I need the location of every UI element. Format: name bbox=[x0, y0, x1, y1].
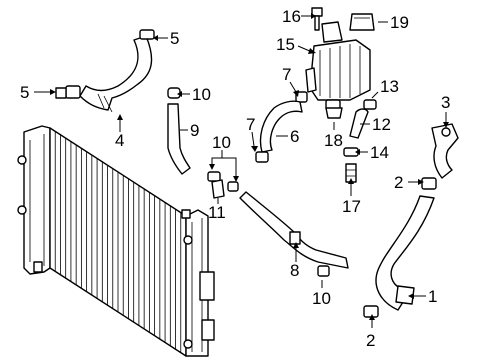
lower-coolant-hose bbox=[239, 191, 349, 277]
callout-7: 7 bbox=[282, 65, 291, 84]
callout-5: 5 bbox=[170, 29, 179, 48]
callout-10: 10 bbox=[312, 289, 331, 308]
callout-1: 1 bbox=[428, 287, 437, 306]
lower-radiator-hose bbox=[363, 177, 437, 318]
callout-10: 10 bbox=[212, 133, 231, 152]
callout-2: 2 bbox=[394, 173, 403, 192]
callout-18: 18 bbox=[324, 131, 343, 150]
callout-9: 9 bbox=[190, 121, 199, 140]
callout-labels: 16 19 15 5 5 10 4 9 7 7 6 18 13 12 14 17… bbox=[20, 7, 450, 350]
callout-11: 11 bbox=[208, 203, 226, 222]
callout-6: 6 bbox=[290, 127, 299, 146]
coolant-reservoir bbox=[305, 21, 371, 111]
callout-8: 8 bbox=[290, 261, 299, 280]
hose-fitting bbox=[207, 171, 239, 199]
callout-15: 17 bbox=[342, 197, 361, 216]
reservoir-hose bbox=[255, 91, 308, 163]
mounting-bolt bbox=[311, 7, 323, 31]
callout-7: 7 bbox=[246, 115, 255, 134]
reservoir-cap bbox=[349, 13, 375, 31]
callout-10: 10 bbox=[192, 85, 211, 104]
drain-plug bbox=[325, 107, 343, 119]
callout-5: 5 bbox=[20, 83, 29, 102]
radiator bbox=[17, 125, 215, 357]
bypass-hose bbox=[167, 87, 191, 175]
overflow-hose bbox=[349, 99, 377, 139]
callout-3: 3 bbox=[441, 93, 450, 112]
bleeder-fitting bbox=[345, 163, 357, 183]
water-outlet bbox=[431, 123, 459, 179]
callout-16: 15 bbox=[276, 35, 295, 54]
callout-13: 13 bbox=[380, 77, 399, 96]
leader-lines bbox=[34, 13, 449, 328]
callout-4: 4 bbox=[115, 131, 124, 150]
callout-12: 12 bbox=[372, 115, 391, 134]
callout-2: 2 bbox=[366, 331, 375, 350]
callout-17: 16 bbox=[282, 7, 301, 26]
callout-14: 14 bbox=[370, 143, 389, 162]
callout-19: 19 bbox=[390, 13, 409, 32]
upper-radiator-hose bbox=[55, 29, 155, 113]
